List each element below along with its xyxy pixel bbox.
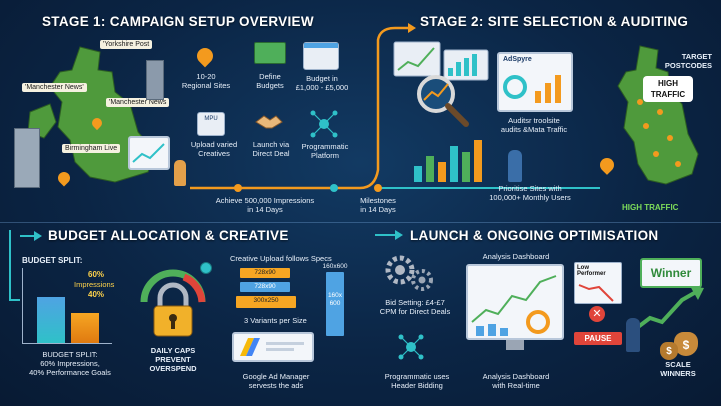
upload-creatives-label: Upload varied Creatives — [190, 140, 238, 158]
gam-window — [232, 332, 314, 362]
analysis-realtime-label: Analysis Dashboard with Real-time — [482, 372, 550, 390]
map-tag-manchester-2: 'Manchester News — [106, 98, 170, 107]
pause-button[interactable]: PAUSE — [574, 332, 622, 345]
high-traffic-label: HIGH TRAFFIC — [622, 203, 679, 212]
stage4-title: LAUNCH & ONGOING OPTIMISATION — [410, 228, 659, 243]
network-icon — [398, 334, 424, 360]
bar-impressions — [37, 297, 65, 343]
uk-map-right — [617, 45, 699, 185]
network-icon — [310, 110, 338, 138]
ad-size-160x600-top: 160x600 — [322, 263, 348, 270]
define-budgets-label: Define Budgets — [256, 72, 284, 90]
programmatic-header-label: Programmatic uses Header Bidding — [384, 372, 450, 390]
pct-60-label: 60% — [88, 270, 105, 279]
direct-deal-label: Launch via Direct Deal — [252, 140, 290, 158]
adspyre-label: AdSpyre — [503, 56, 532, 63]
impressions-label: Impressions — [74, 280, 115, 289]
money-bag-icon: $ — [660, 342, 678, 360]
ad-size-300x250: 300x250 — [236, 296, 296, 308]
timeline-dot — [374, 184, 382, 192]
browser-icon — [303, 42, 339, 70]
growth-arrow-icon — [632, 286, 704, 332]
bar-performance — [71, 312, 99, 343]
building-icon — [14, 128, 40, 188]
budget-split-top-label: BUDGET SPLIT: — [22, 256, 83, 265]
prioritise-label: Prioritise Sites with 100,000+ Monthly U… — [489, 184, 571, 202]
low-performer-card: Low Performer — [574, 262, 622, 304]
map-tag-manchester-1: 'Manchester News' — [22, 83, 87, 92]
person-icon — [174, 160, 186, 186]
variants-label: 3 Variants per Size — [244, 316, 307, 325]
audit-label: Auditsr troolsite audits &Mata Traffic — [500, 116, 568, 134]
person-icon — [508, 150, 522, 182]
timeline-dot — [330, 184, 338, 192]
target-postcodes-label: TARGET POSTCODES — [664, 52, 712, 70]
gam-label: Google Ad Manager servests the ads — [242, 372, 310, 390]
coin-icon — [200, 262, 212, 274]
winner-card: Winner — [640, 258, 702, 288]
traffic-bars-icon — [414, 140, 482, 182]
stage3-title: BUDGET ALLOCATION & CREATIVE — [48, 228, 289, 243]
daily-caps-label: DAILY CAPS PREVENT OVERSPEND — [149, 346, 197, 373]
ad-size-160x600: 160x 600 — [326, 272, 344, 336]
building-icon — [146, 60, 164, 100]
high-traffic-badge: HIGH TRAFFIC — [643, 76, 693, 102]
budget-chart — [22, 268, 112, 344]
ad-size-728x90-a: 728x90 — [240, 268, 290, 278]
dashboard-title: Analysis Dashboard — [482, 252, 550, 261]
monitor-icon — [128, 136, 170, 170]
stage2-title: STAGE 2: SITE SELECTION & AUDITING — [420, 14, 689, 29]
mpu-label: MPU — [204, 116, 218, 122]
map-tag-yorkshire: 'Yorkshire Post — [100, 40, 153, 49]
padlock-gauge-icon — [140, 269, 206, 337]
gears-icon — [385, 255, 433, 291]
programmatic-platform-label: Programmatic Platform — [301, 142, 349, 160]
person-icon — [626, 318, 640, 352]
creative-upload-label: Creative Upload follows Specs — [230, 254, 332, 263]
section-divider — [0, 222, 721, 223]
scale-winners-label: SCALE WINNERS — [660, 360, 696, 378]
adspyre-window: AdSpyre — [497, 52, 573, 112]
budget-split-bottom-label: BUDGET SPLIT: 60% Impressions, 40% Perfo… — [29, 350, 111, 377]
pct-40-label: 40% — [88, 290, 105, 299]
close-icon[interactable]: ✕ — [589, 306, 605, 322]
magnifier-icon — [417, 75, 469, 127]
budget-range-label: Budget in £1,000 - £5,000 — [295, 74, 349, 92]
bid-setting-label: Bid Setting: £4-£7 CPM for Direct Deals — [379, 298, 451, 316]
chart-panel-icon — [393, 41, 489, 81]
dashboard-stand — [506, 340, 524, 350]
money-icon — [254, 42, 286, 64]
winner-label: Winner — [650, 266, 692, 280]
creatives-icon: MPU — [197, 112, 225, 136]
timeline-dot — [234, 184, 242, 192]
map-tag-birmingham: Birmingham Live — [62, 144, 121, 153]
handshake-icon — [254, 112, 284, 130]
regional-sites-label: 10-20 Regional Sites — [181, 72, 231, 90]
money-bag-icon: $ — [674, 332, 698, 356]
low-performer-label: Low Performer — [577, 265, 606, 277]
analysis-dashboard — [466, 264, 564, 340]
stage1-title: STAGE 1: CAMPAIGN SETUP OVERVIEW — [42, 14, 314, 29]
milestone-days: Milestones in 14 Days — [360, 196, 396, 214]
ad-size-728x90-b: 728x90 — [240, 282, 290, 292]
milestone-impressions: Achieve 500,000 Impressions in 14 Days — [215, 196, 315, 214]
